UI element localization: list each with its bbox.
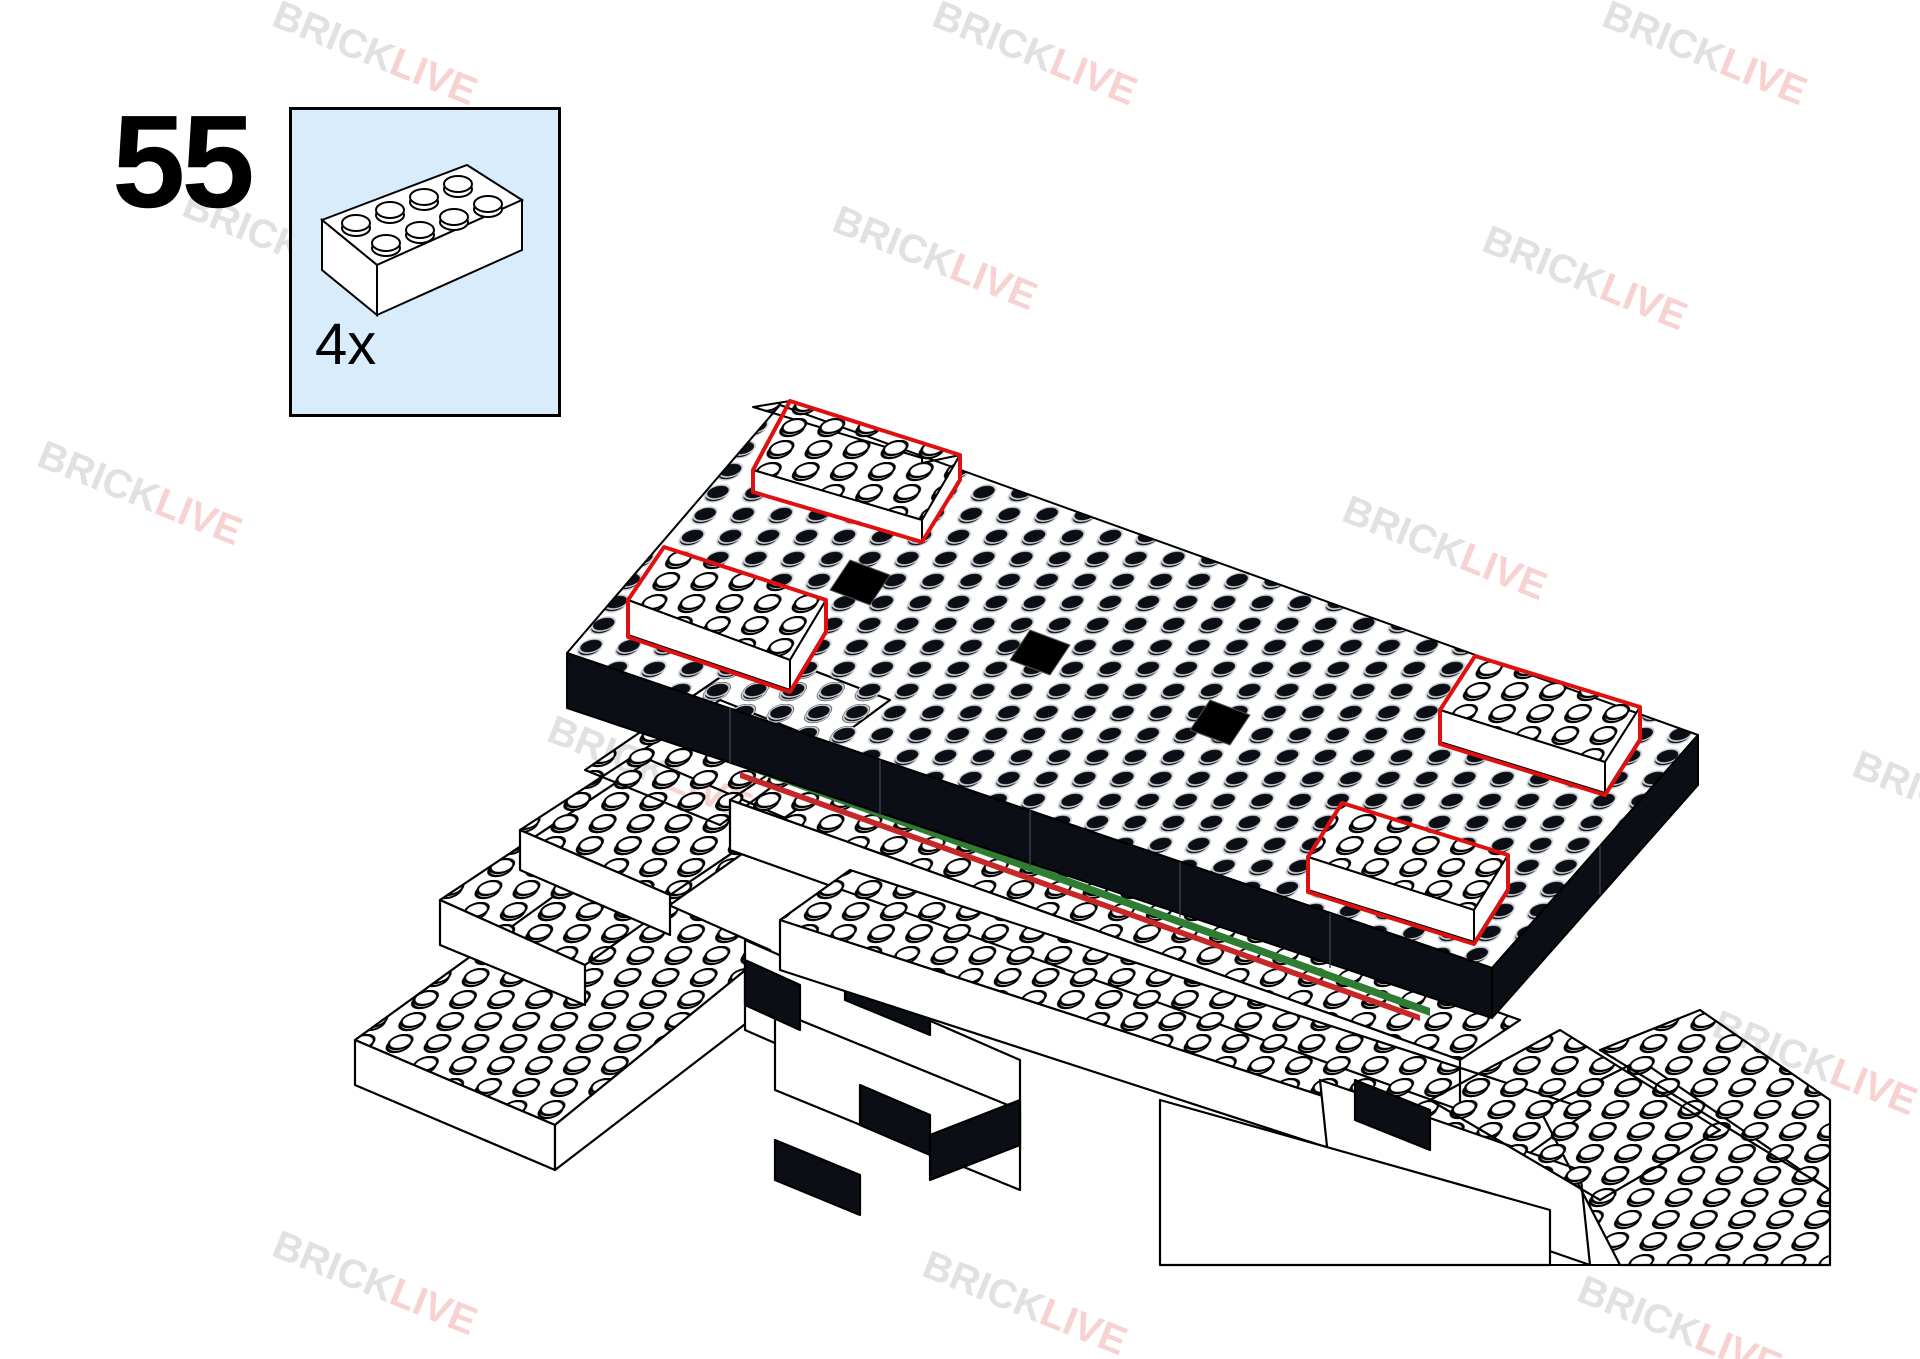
watermark-brick: BRICK [1477, 218, 1611, 306]
watermark: BRICKLIVE [1597, 0, 1813, 114]
brick-2x4-icon [320, 163, 525, 318]
watermark-live: LIVE [1454, 535, 1553, 609]
watermark-live: LIVE [1714, 40, 1813, 114]
watermark-live: LIVE [944, 245, 1043, 319]
watermark-live: LIVE [1044, 40, 1143, 114]
watermark-live: LIVE [1594, 265, 1693, 339]
parts-callout: 4x [289, 107, 561, 417]
watermark-brick: BRICK [267, 1223, 401, 1311]
highlight-outline [626, 545, 828, 694]
black-brick-accent [1353, 1078, 1432, 1152]
watermark: BRICKLIVE [927, 0, 1143, 114]
black-brick-accent [928, 1098, 1022, 1182]
watermark-brick: BRICK [827, 198, 961, 286]
watermark-live: LIVE [1824, 1050, 1920, 1124]
black-brick-accent [773, 1138, 862, 1217]
highlighted-brick-4 [1306, 801, 1510, 946]
step-number: 55 [112, 88, 255, 235]
watermark: BRICKLIVE [32, 433, 248, 555]
white-base-model [353, 648, 1832, 1267]
part-quantity: 4x [315, 312, 377, 377]
watermark-brick: BRICK [32, 433, 166, 521]
watermark-brick: BRICK [917, 1243, 1051, 1331]
highlighted-brick-2 [626, 545, 828, 694]
watermark: BRICKLIVE [917, 1243, 1133, 1359]
red-plate-edge [740, 772, 1420, 1021]
watermark: BRICKLIVE [1572, 1268, 1788, 1359]
watermark: BRICKLIVE [827, 198, 1043, 320]
watermark: BRICKLIVE [267, 0, 483, 114]
black-brick-accent [743, 958, 802, 1032]
highlighted-brick-1 [751, 399, 962, 544]
highlight-outline [1306, 801, 1510, 946]
watermark-brick: BRICK [927, 0, 1061, 81]
watermark-brick: BRICK [1847, 743, 1920, 831]
watermark-live: LIVE [384, 1270, 483, 1344]
watermark: BRICKLIVE [1477, 218, 1693, 340]
watermark-brick: BRICK [1572, 1268, 1706, 1356]
watermark-brick: BRICK [1337, 488, 1471, 576]
watermark-brick: BRICK [1597, 0, 1731, 81]
watermark-live: LIVE [384, 40, 483, 114]
highlighted-brick-3 [1438, 654, 1642, 797]
highlight-outline [751, 399, 962, 544]
watermark: BRICKLIVE [1337, 488, 1553, 610]
black-plate-side [1491, 734, 1699, 1019]
watermark-brick: BRICK [267, 0, 401, 81]
watermark-live: LIVE [1689, 1315, 1788, 1359]
watermark-live: LIVE [149, 480, 248, 554]
watermark-live: LIVE [1034, 1290, 1133, 1359]
watermark: BRICKLIVE [267, 1223, 483, 1345]
highlight-outline [1438, 654, 1642, 797]
new-white-bricks [626, 399, 1642, 946]
watermark: BRICKLIVE [1847, 743, 1920, 865]
